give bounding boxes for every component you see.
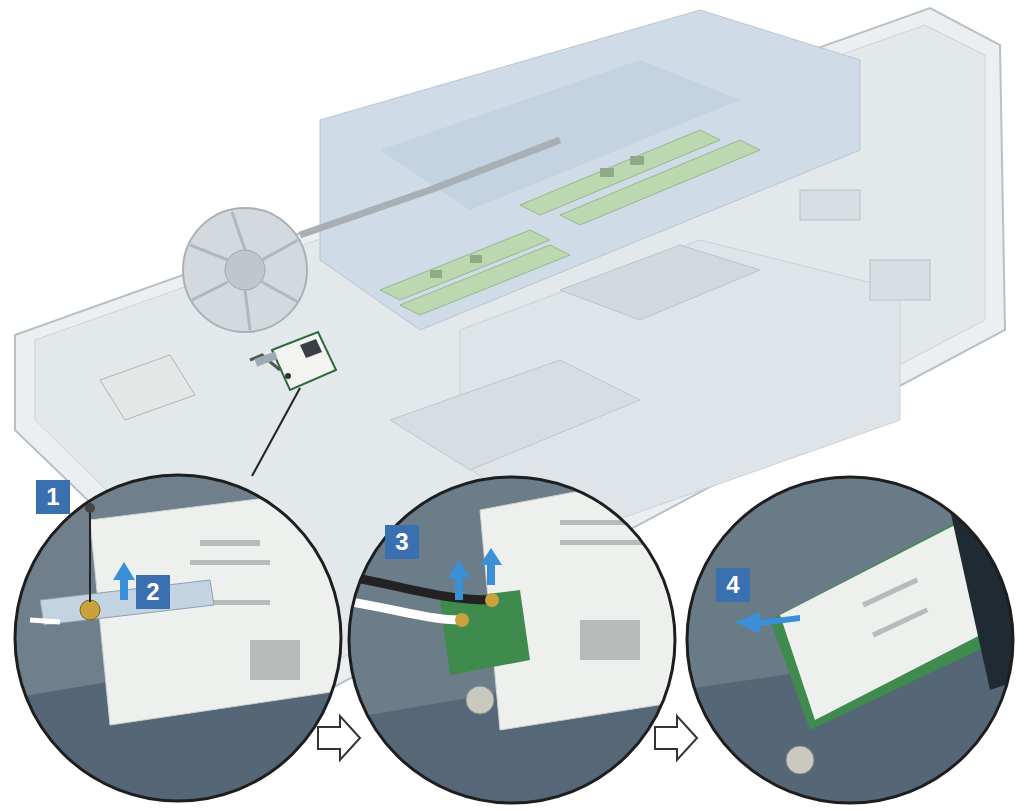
callout-number: 4 (716, 568, 750, 602)
callout-number: 1 (36, 480, 70, 514)
leader-line (252, 388, 300, 476)
zoom-step-1-2 (0, 460, 360, 811)
zoom-step-4 (680, 470, 1024, 811)
callout-number: 2 (136, 575, 170, 609)
zoom-step-3 (340, 470, 690, 811)
callout-number: 3 (385, 525, 419, 559)
